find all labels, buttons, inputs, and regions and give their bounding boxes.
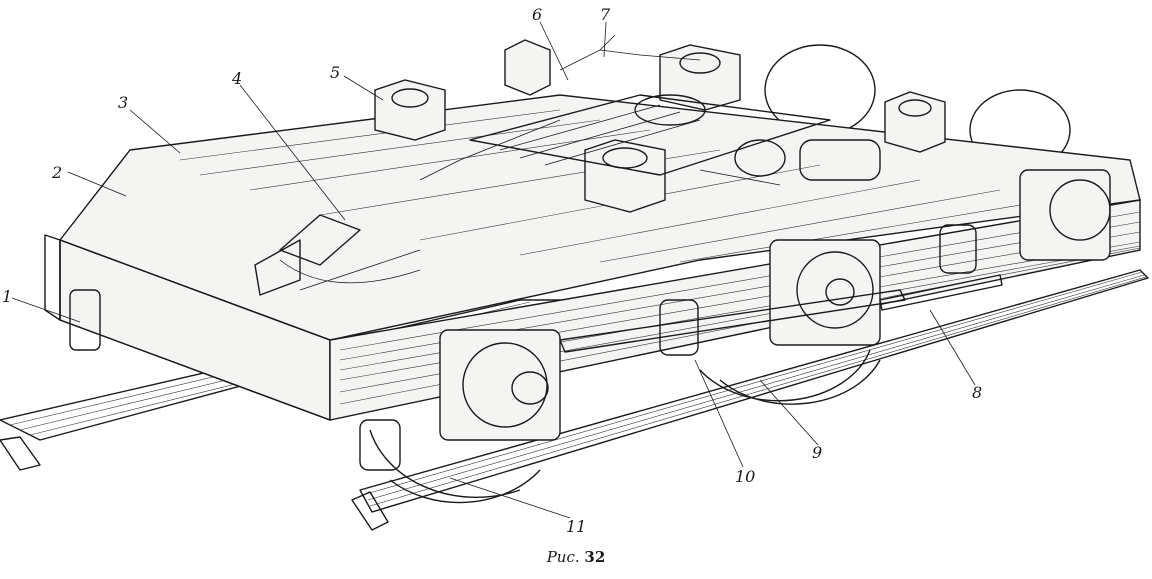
- callout-2: 2: [51, 163, 62, 182]
- equalizer-beam: [559, 274, 1003, 353]
- axle-box-middle: [769, 239, 881, 346]
- callouts: 1 2 3 4 5 6 7 8 9 10 11: [2, 5, 982, 536]
- side-bearers: [374, 39, 946, 213]
- brake-cylinder: [734, 139, 881, 181]
- axle-box-rear: [1019, 169, 1111, 261]
- coil-springs: [69, 224, 977, 471]
- callout-9: 9: [812, 443, 822, 462]
- callout-3: 3: [118, 93, 128, 112]
- figure-caption: Рис. 32: [0, 548, 1152, 566]
- callout-7: 7: [600, 5, 611, 24]
- brake-hangers: [254, 214, 421, 296]
- callout-8: 8: [972, 383, 982, 402]
- callout-1: 1: [2, 287, 12, 306]
- leader-lines: [11, 21, 976, 519]
- wheel-middle: [699, 349, 881, 405]
- callout-5: 5: [330, 63, 340, 82]
- caption-number: 32: [584, 548, 606, 566]
- callout-10: 10: [735, 467, 755, 486]
- callout-4: 4: [231, 69, 242, 88]
- callout-11: 11: [566, 517, 586, 536]
- brake-rods: [419, 34, 781, 186]
- bolster-pivot: [469, 94, 831, 176]
- wheel-front-right: [369, 429, 541, 504]
- callout-6: 6: [532, 5, 542, 24]
- caption-prefix: Рис.: [546, 548, 580, 566]
- axle-box-front: [439, 329, 561, 441]
